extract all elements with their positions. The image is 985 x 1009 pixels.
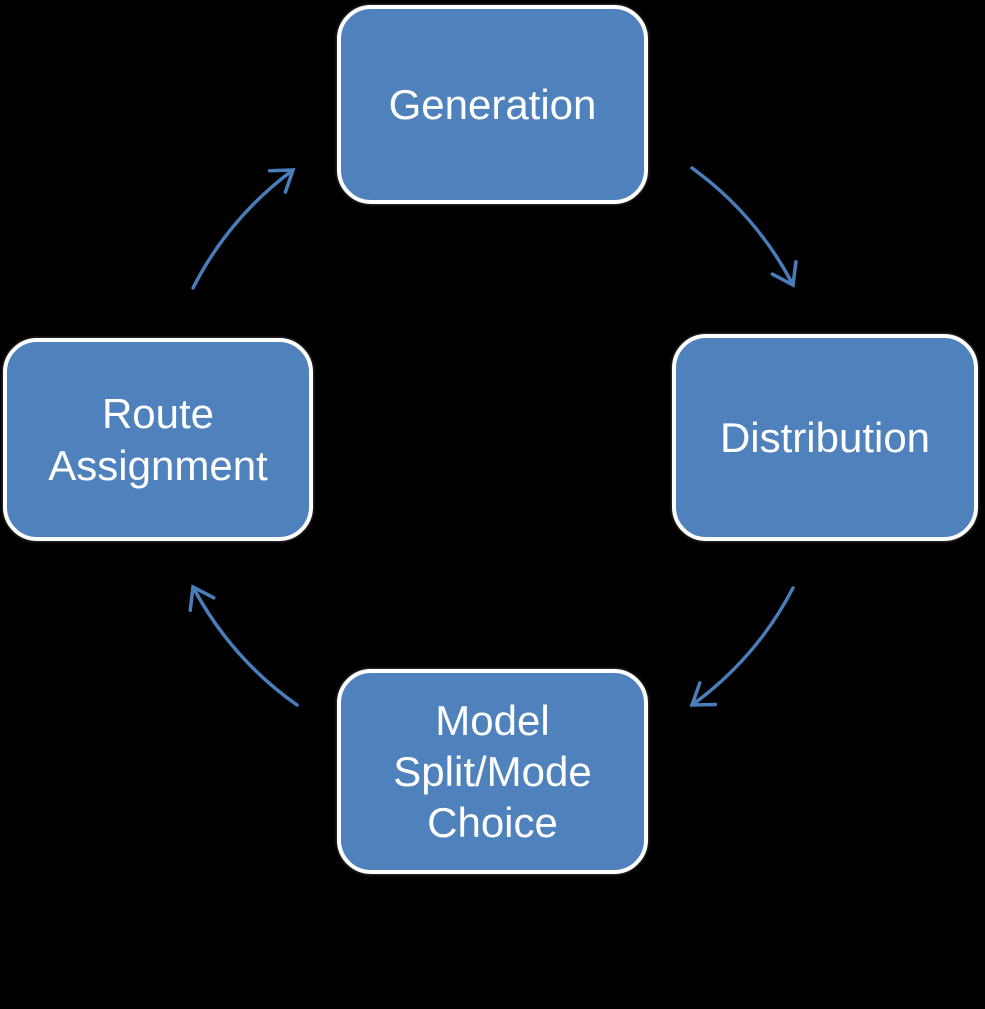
- node-generation: Generation: [337, 5, 648, 204]
- node-route-assignment-label: Route Assignment: [48, 390, 268, 489]
- node-mode-choice: Model Split/Mode Choice: [337, 669, 648, 874]
- arrow-distribution-to-mode-choice: [689, 586, 795, 707]
- node-generation-label: Generation: [388, 80, 597, 128]
- arrow-route-assignment-to-generation: [191, 168, 296, 290]
- node-mode-choice-label: Model Split/Mode Choice: [393, 696, 592, 847]
- node-distribution: Distribution: [672, 334, 978, 541]
- node-route-assignment: Route Assignment: [3, 338, 313, 541]
- arrow-generation-to-distribution: [690, 166, 798, 288]
- arrow-mode-choice-to-route-assignment: [188, 584, 299, 707]
- node-distribution-label: Distribution: [719, 413, 931, 461]
